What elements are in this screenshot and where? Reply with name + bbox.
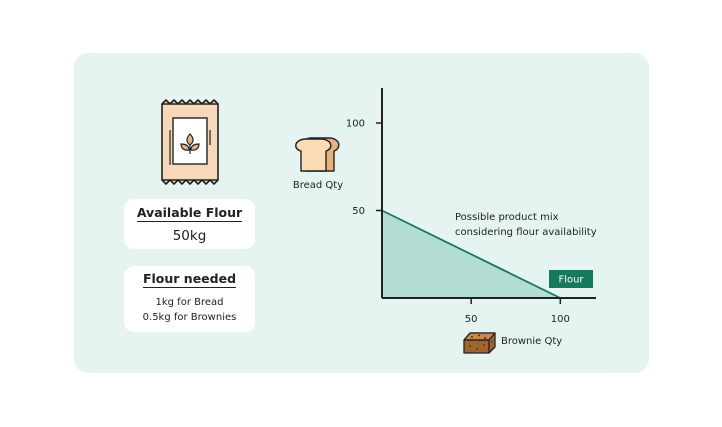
flour-needed-title: Flour needed <box>142 271 237 288</box>
region-annotation-line-1: Possible product mix <box>455 212 559 223</box>
available-flour-card: Available Flour 50kg <box>124 199 255 249</box>
flour-needed-card: Flour needed 1kg for Bread 0.5kg for Bro… <box>124 266 255 332</box>
x-tick-label: 50 <box>465 314 478 325</box>
brownie-icon <box>463 332 496 354</box>
region-annotation-line-2: considering flour availability <box>455 227 597 238</box>
available-flour-title: Available Flour <box>136 205 243 222</box>
series-label-box <box>549 270 593 288</box>
series-label: Flour <box>558 275 584 286</box>
x-axis-label: Brownie Qty <box>501 336 562 347</box>
y-axis-label: Bread Qty <box>293 180 343 191</box>
flour-needed-brownies: 0.5kg for Brownies <box>142 312 237 323</box>
chart: 50 100 50 100 Bread Qty Brownie Qty Possib… <box>293 88 597 347</box>
bread-icon <box>295 137 340 172</box>
flour-needed-bread: 1kg for Bread <box>155 297 224 308</box>
available-flour-value: 50kg <box>172 228 207 244</box>
y-tick-label: 50 <box>352 206 365 217</box>
flour-bag-icon <box>161 99 219 185</box>
x-tick-label: 100 <box>551 314 570 325</box>
flour-constraint-line <box>381 209 561 299</box>
y-tick-label: 100 <box>346 119 365 130</box>
